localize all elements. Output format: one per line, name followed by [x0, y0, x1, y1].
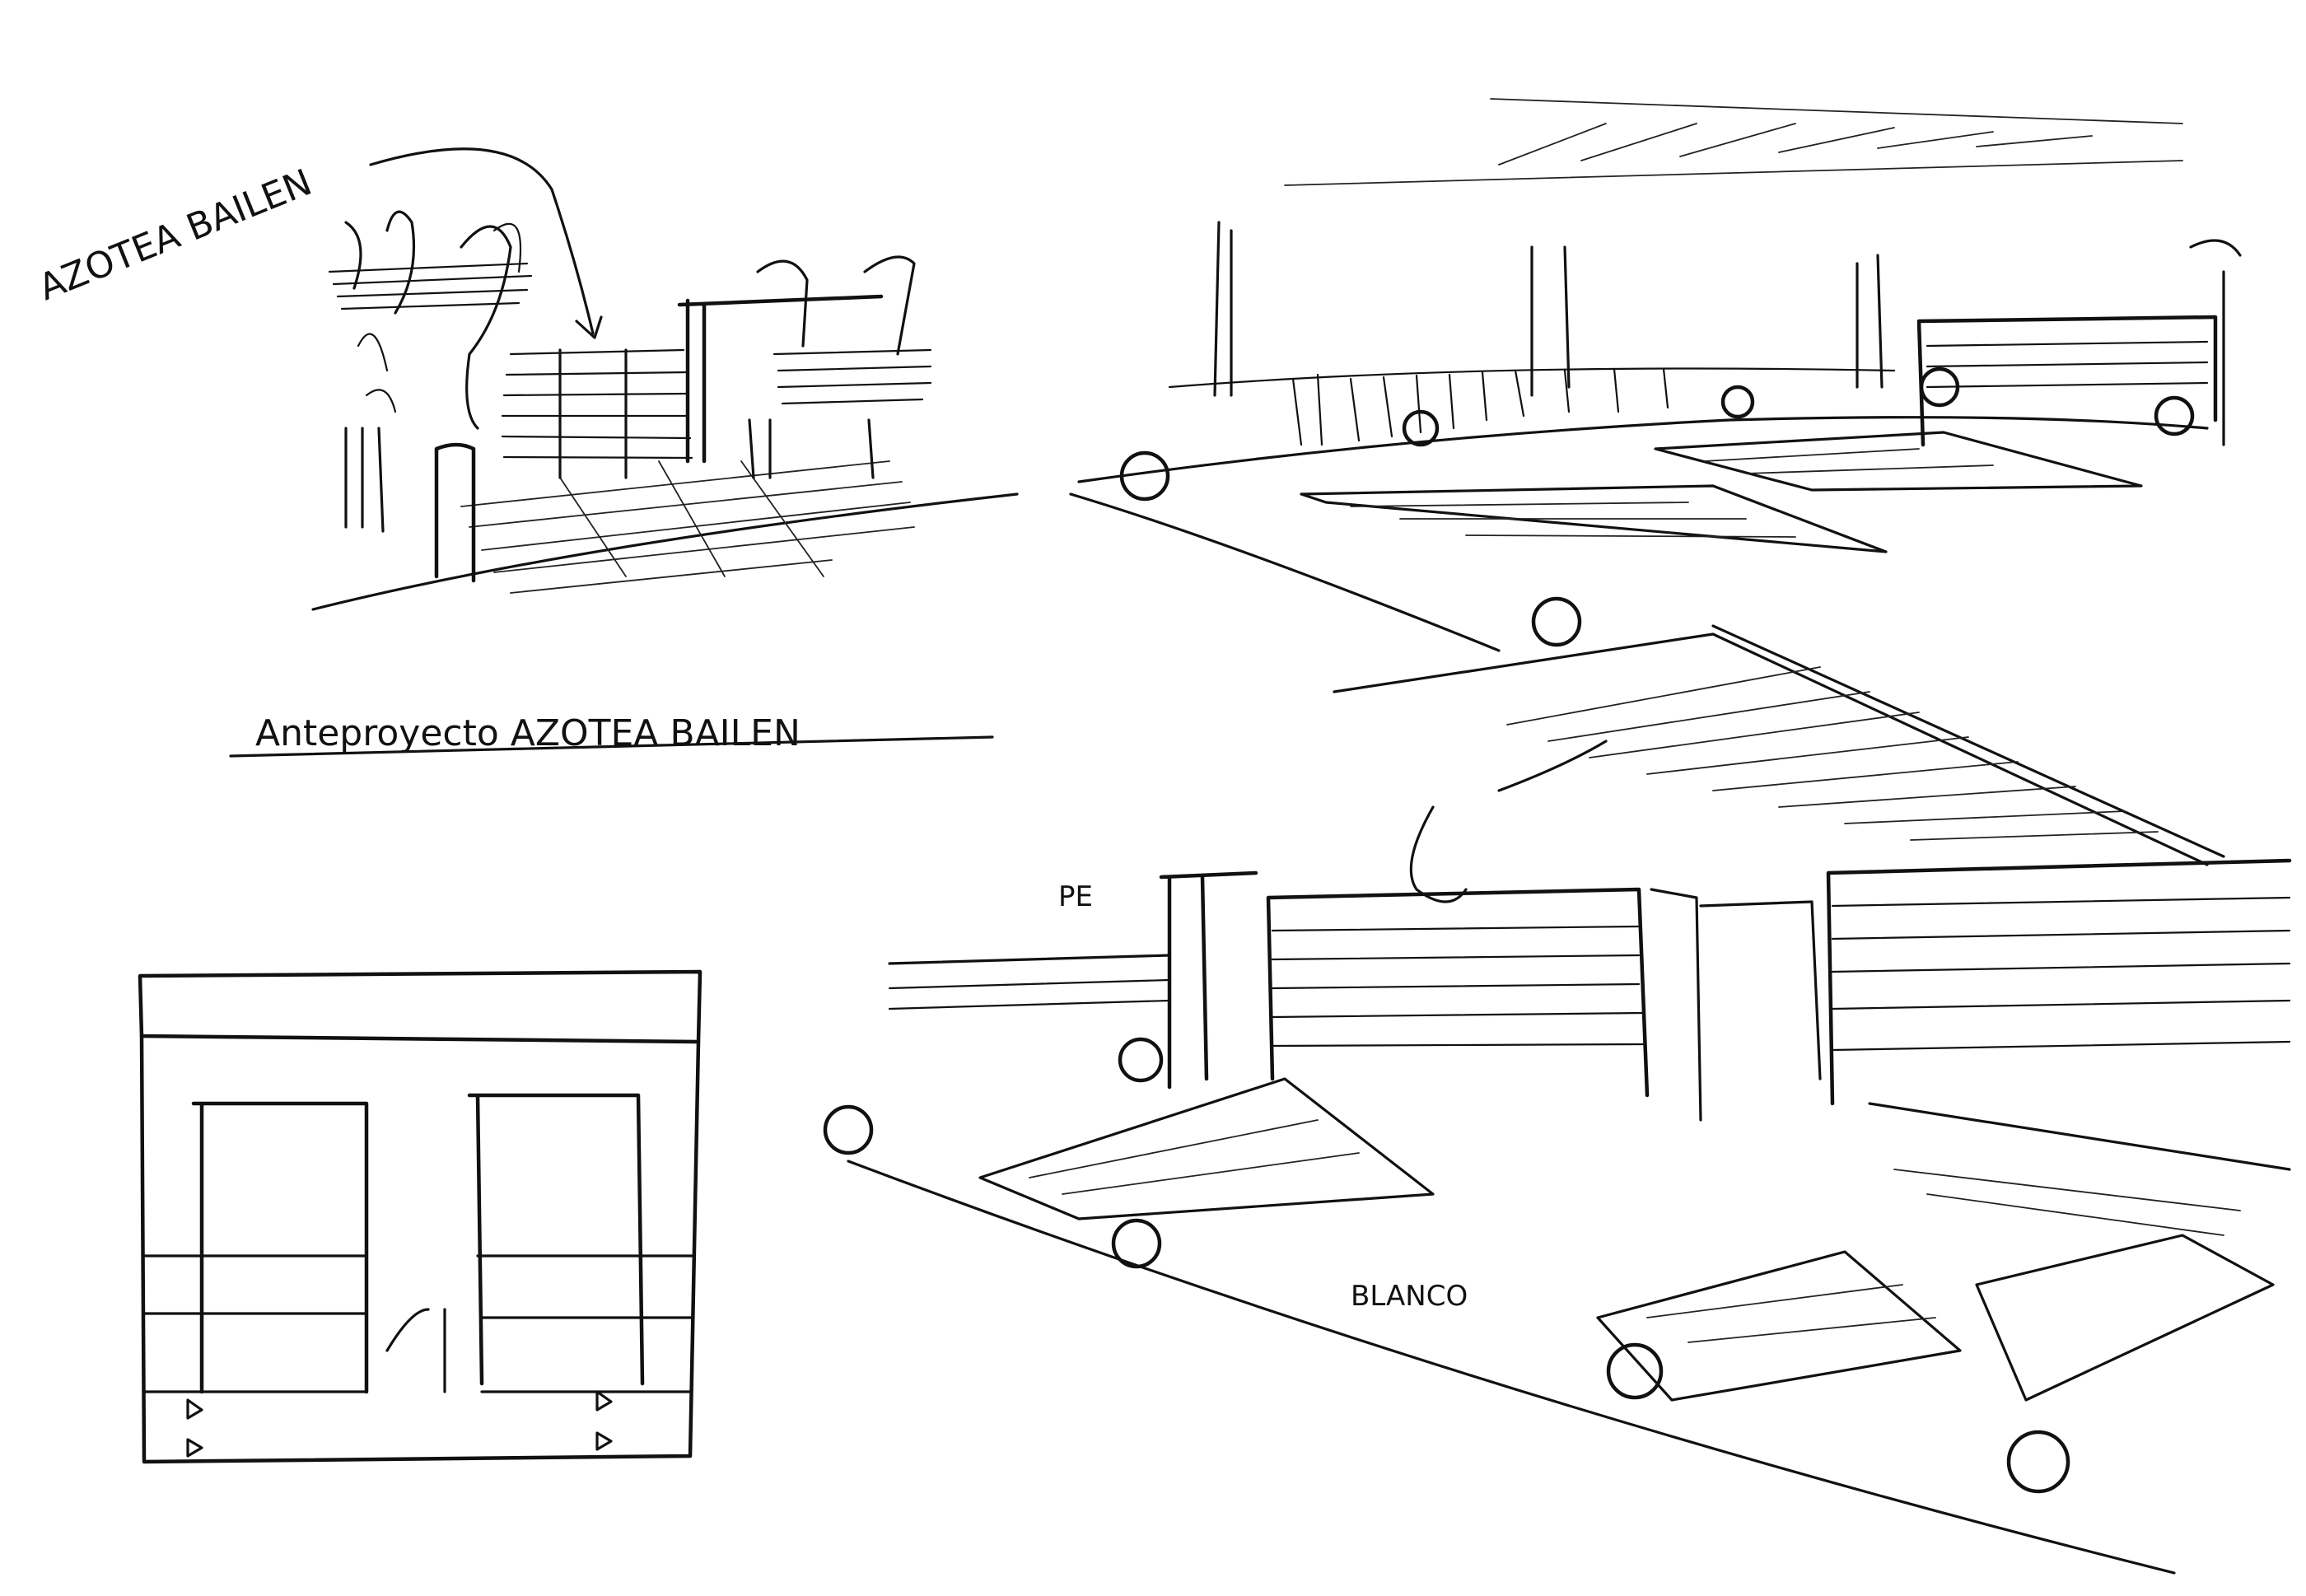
note-blanco: BLANCO [1351, 1280, 1468, 1313]
sketch-rooftop-deck [1069, 98, 2242, 652]
sketch-elevation-doors [138, 969, 703, 1464]
title-block: Anteproyecto AZOTEA BAILEN [229, 712, 994, 758]
corner-note: AZOTEA BAILEN [33, 161, 318, 309]
sketch-rooftop-entrance: AZOTEA BAILEN [33, 147, 1019, 611]
sketch-terrace-loungers: PE BLANCO [823, 624, 2292, 1575]
note-pe: PE [1058, 880, 1093, 913]
